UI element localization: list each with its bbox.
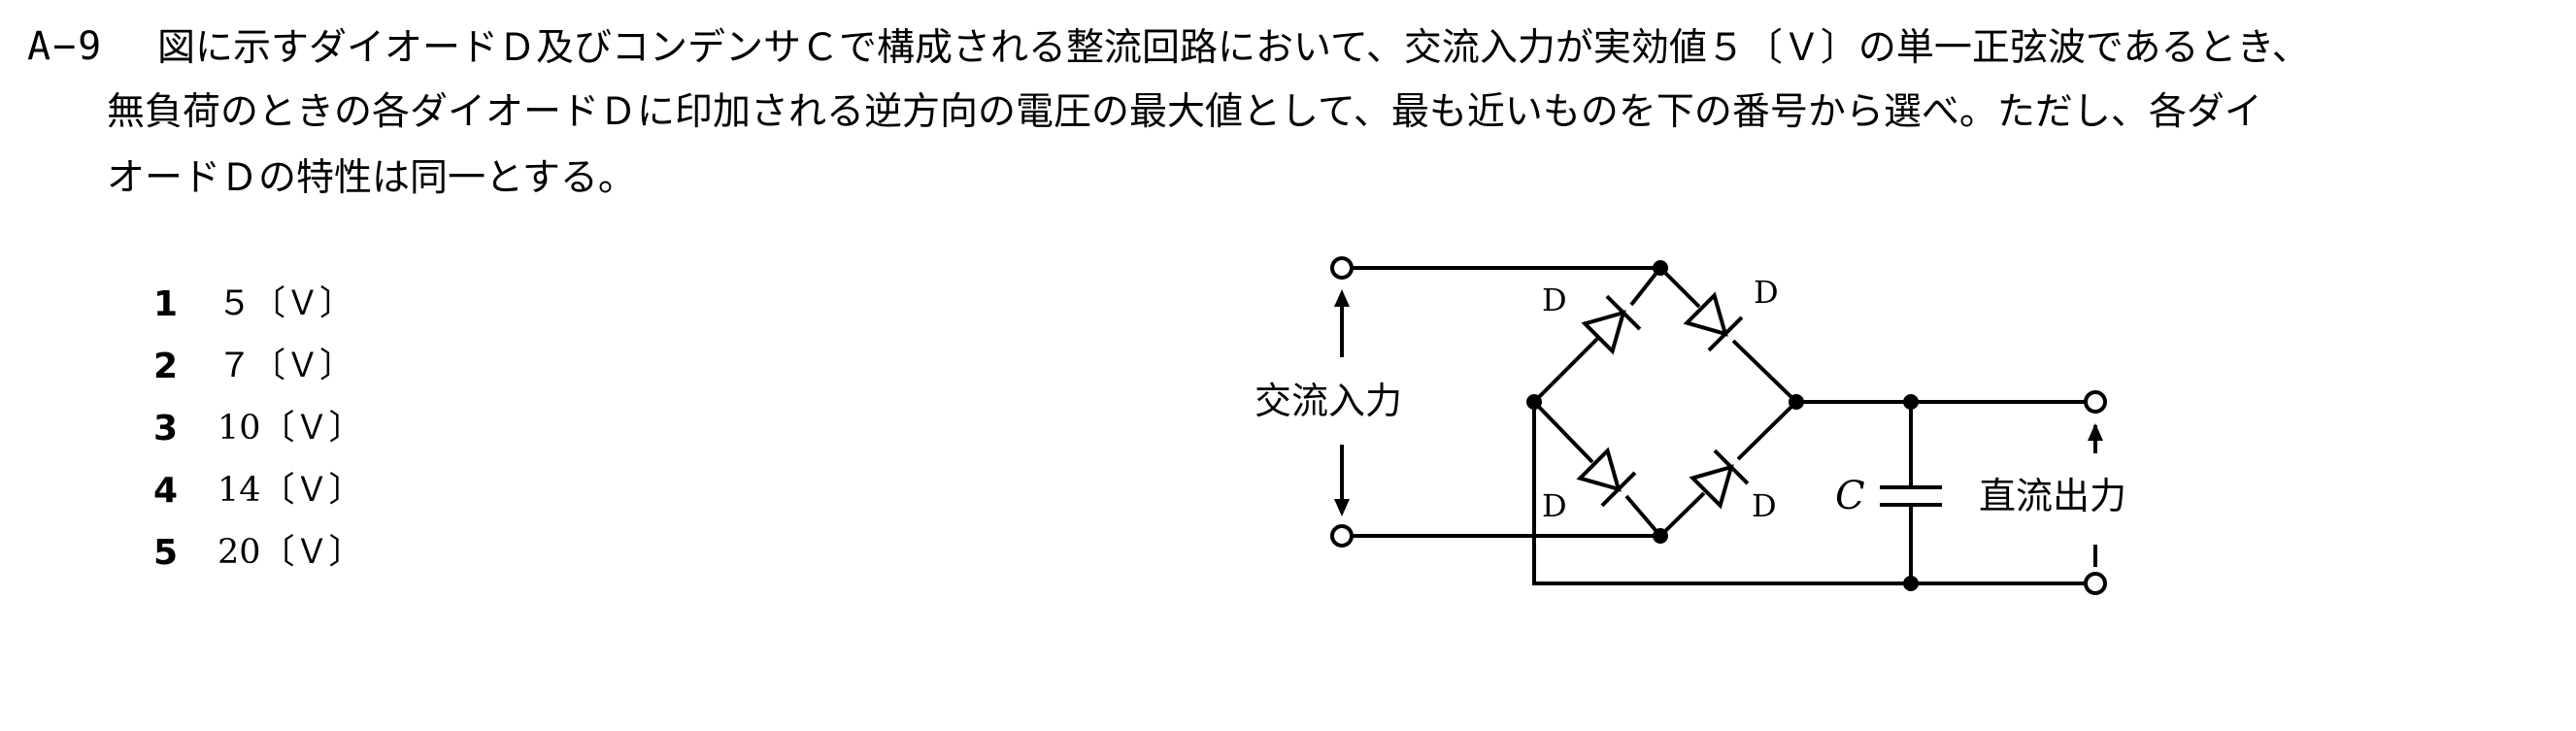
option-number: 1 [153,284,179,324]
diode-label-d3: D [1542,487,1567,524]
diode-d4 [1689,449,1750,510]
question-text-line-3: オードＤの特性は同一とする。 [107,156,636,200]
ac-input-terminal-bottom [1330,524,1354,548]
question-text-line-2: 無負荷のときの各ダイオードＤに印加される逆方向の電圧の最大値として、最も近いもの… [107,90,2262,134]
option-value: 20〔Ｖ〕 [217,533,363,572]
dc-output-terminal-top [2084,390,2107,414]
diode-d3 [1576,447,1637,508]
option-value: 10〔Ｖ〕 [217,409,363,448]
ac-input-terminal-top [1330,256,1354,280]
diode-d2 [1683,291,1744,352]
ac-input-label: 交流入力 [1255,380,1402,422]
option-number: 5 [153,533,179,573]
option-value: 14〔Ｖ〕 [217,471,363,510]
diode-label-d1: D [1542,282,1567,318]
bridge-edges [1532,266,1798,538]
rectifier-circuit-diagram: 交流入力 直流出力 C D D D D [1255,256,2126,595]
dc-output-terminal-bottom [2084,572,2107,595]
circuit-terminals [1330,256,2107,595]
option-value: ５〔Ｖ〕 [217,284,354,323]
option-number: 3 [153,409,179,449]
circuit-nodes [1526,260,1919,591]
question-number: A−9 [27,24,104,69]
capacitor-symbol [1880,485,1942,507]
diode-label-d4: D [1752,487,1777,524]
question-text-line-1: 図に示すダイオードＤ及びコンデンサＣで構成される整流回路において、交流入力が実効… [157,26,2310,70]
dc-output-label: 直流出力 [1979,475,2126,517]
capacitor-label: C [1835,474,1865,518]
option-value: ７〔Ｖ〕 [217,347,354,385]
option-number: 4 [153,471,179,511]
option-number: 2 [153,347,179,386]
diode-label-d2: D [1754,274,1779,311]
diode-d1 [1581,294,1642,355]
ac-input-arrows [1334,289,2103,516]
